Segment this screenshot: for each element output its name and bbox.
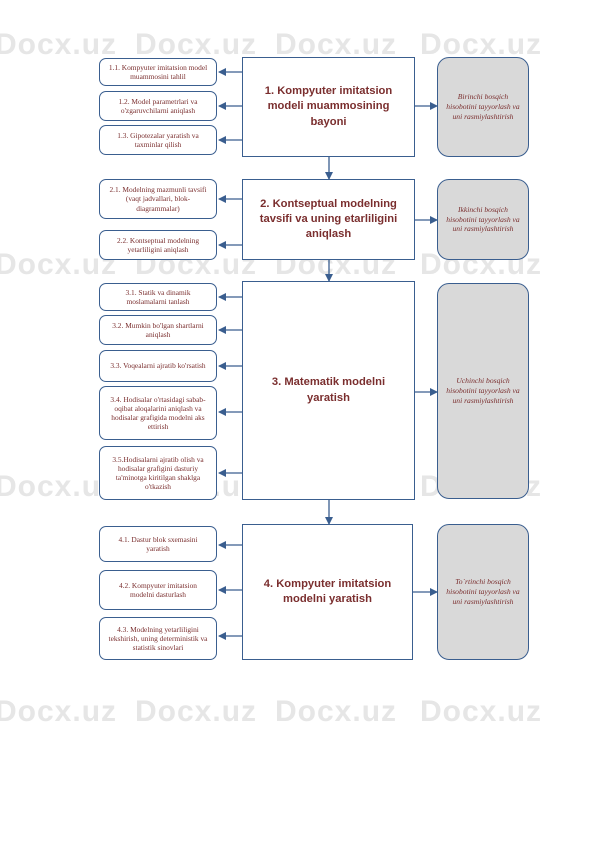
step-3-4-box: 3.4. Hodisalar o'rtasidagi sabab-oqibat … xyxy=(99,386,217,440)
stage-3-report-box: Uchinchi bosqich hisobotini tayyorlash v… xyxy=(437,283,529,499)
stage-2-box: 2. Kontseptual modelning tavsifi va unin… xyxy=(242,179,415,260)
step-2-1-box: 2.1. Modelning mazmunli tavsifi (vaqt ja… xyxy=(99,179,217,219)
step-2-2-box: 2.2. Kontseptual modelning yetarliligini… xyxy=(99,230,217,260)
step-3-2-box: 3.2. Mumkin bo'lgan shartlarni aniqlash xyxy=(99,315,217,345)
step-4-3-box: 4.3. Modelning yetarliligini tekshirish,… xyxy=(99,617,217,660)
step-3-1-box: 3.1. Statik va dinamik moslamalarni tanl… xyxy=(99,283,217,311)
stage-1-box: 1. Kompyuter imitatsion modeli muammosin… xyxy=(242,57,415,157)
stage-4-box: 4. Kompyuter imitatsion modelni yaratish xyxy=(242,524,413,660)
stage-1-report-box: Birinchi bosqich hisobotini tayyorlash v… xyxy=(437,57,529,157)
stage-3-box: 3. Matematik modelni yaratish xyxy=(242,281,415,500)
step-1-1-box: 1.1. Kompyuter imitatsion model muammosi… xyxy=(99,58,217,86)
step-3-5-box: 3.5.Hodisalarni ajratib olish va hodisal… xyxy=(99,446,217,500)
step-1-2-box: 1.2. Model parametrlari va o'zgaruvchila… xyxy=(99,91,217,121)
stage-2-report-box: Ikkinchi bosqich hisobotini tayyorlash v… xyxy=(437,179,529,260)
step-3-3-box: 3.3. Voqealarni ajratib ko'rsatish xyxy=(99,350,217,382)
step-4-1-box: 4.1. Dastur blok sxemasini yaratish xyxy=(99,526,217,562)
step-4-2-box: 4.2. Kompyuter imitatsion modelni dastur… xyxy=(99,570,217,610)
step-1-3-box: 1.3. Gipotezalar yaratish va taxminlar q… xyxy=(99,125,217,155)
stage-4-report-box: To`rtinchi bosqich hisobotini tayyorlash… xyxy=(437,524,529,660)
